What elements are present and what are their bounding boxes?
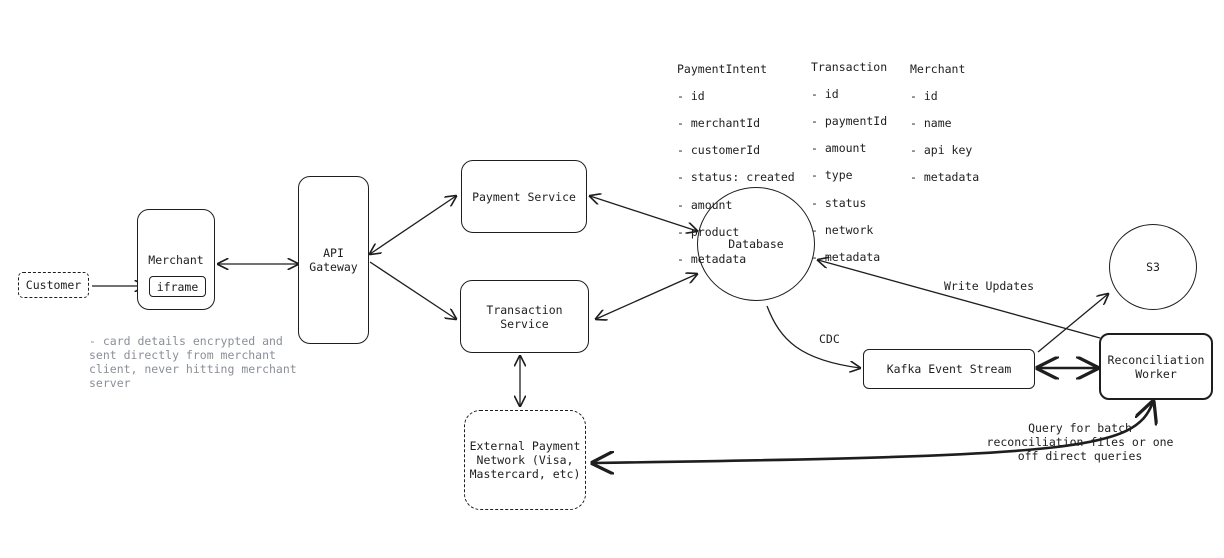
schema-payment-intent: PaymentIntent - id - merchantId - custom… bbox=[677, 49, 795, 280]
reconciliation-worker-node[interactable]: Reconciliation Worker bbox=[1099, 333, 1213, 400]
schema-field: - id bbox=[677, 88, 705, 103]
schema-field: - metadata bbox=[910, 170, 980, 185]
worker-external-query-arrow bbox=[593, 402, 1153, 463]
transaction-service-node[interactable]: Transaction Service bbox=[460, 280, 589, 353]
card-details-note: - card details encrypted and sent direct… bbox=[89, 334, 297, 390]
iframe-node[interactable]: iframe bbox=[149, 276, 206, 297]
worker-database-write-arrow bbox=[818, 260, 1101, 339]
schema-field: - customerId bbox=[677, 143, 761, 158]
schema-title: PaymentIntent bbox=[677, 61, 768, 76]
payment-database-arrow bbox=[590, 196, 697, 231]
schema-field: - type bbox=[811, 168, 853, 183]
schema-title: Transaction bbox=[811, 59, 888, 74]
query-label: Query for batch reconciliation files or … bbox=[986, 421, 1174, 463]
cdc-label: CDC bbox=[819, 332, 840, 346]
external-payment-network-node[interactable]: External Payment Network (Visa, Masterca… bbox=[464, 410, 586, 510]
schema-field: - api key bbox=[910, 143, 973, 158]
schema-field: - status: created bbox=[677, 170, 795, 185]
schema-field: - network bbox=[811, 222, 874, 237]
merchant-node[interactable]: Merchant iframe bbox=[137, 209, 215, 310]
kafka-s3-arrow bbox=[1037, 294, 1108, 353]
schema-field: - amount bbox=[811, 141, 867, 156]
gateway-payment-arrow bbox=[370, 196, 456, 254]
database-kafka-cdc-arrow bbox=[766, 305, 860, 368]
schema-field: - status bbox=[811, 195, 867, 210]
customer-node[interactable]: Customer bbox=[18, 272, 89, 298]
schema-field: - name bbox=[910, 115, 952, 130]
schema-field: - metadata bbox=[811, 249, 881, 264]
schema-field: - amount bbox=[677, 197, 733, 212]
gateway-transaction-arrow bbox=[369, 261, 456, 319]
write-updates-label: Write Updates bbox=[944, 279, 1035, 293]
schema-field: - paymentId bbox=[811, 113, 888, 128]
database-node[interactable]: Database bbox=[697, 187, 815, 301]
api-gateway-node[interactable]: API Gateway bbox=[298, 176, 369, 344]
payment-service-node[interactable]: Payment Service bbox=[461, 160, 587, 233]
schema-field: - id bbox=[811, 86, 839, 101]
kafka-event-stream-node[interactable]: Kafka Event Stream bbox=[863, 349, 1035, 389]
schema-title: Merchant bbox=[910, 61, 966, 76]
schema-field: - product bbox=[677, 224, 740, 239]
schema-merchant: Merchant - id - name - api key - metadat… bbox=[910, 49, 979, 199]
merchant-label: Merchant bbox=[148, 253, 204, 267]
schema-transaction: Transaction - id - paymentId - amount - … bbox=[811, 47, 887, 278]
schema-field: - merchantId bbox=[677, 115, 761, 130]
schema-field: - id bbox=[910, 88, 938, 103]
transaction-database-arrow bbox=[596, 274, 697, 319]
schema-field: - metadata bbox=[677, 251, 747, 266]
s3-node[interactable]: S3 bbox=[1109, 224, 1197, 310]
